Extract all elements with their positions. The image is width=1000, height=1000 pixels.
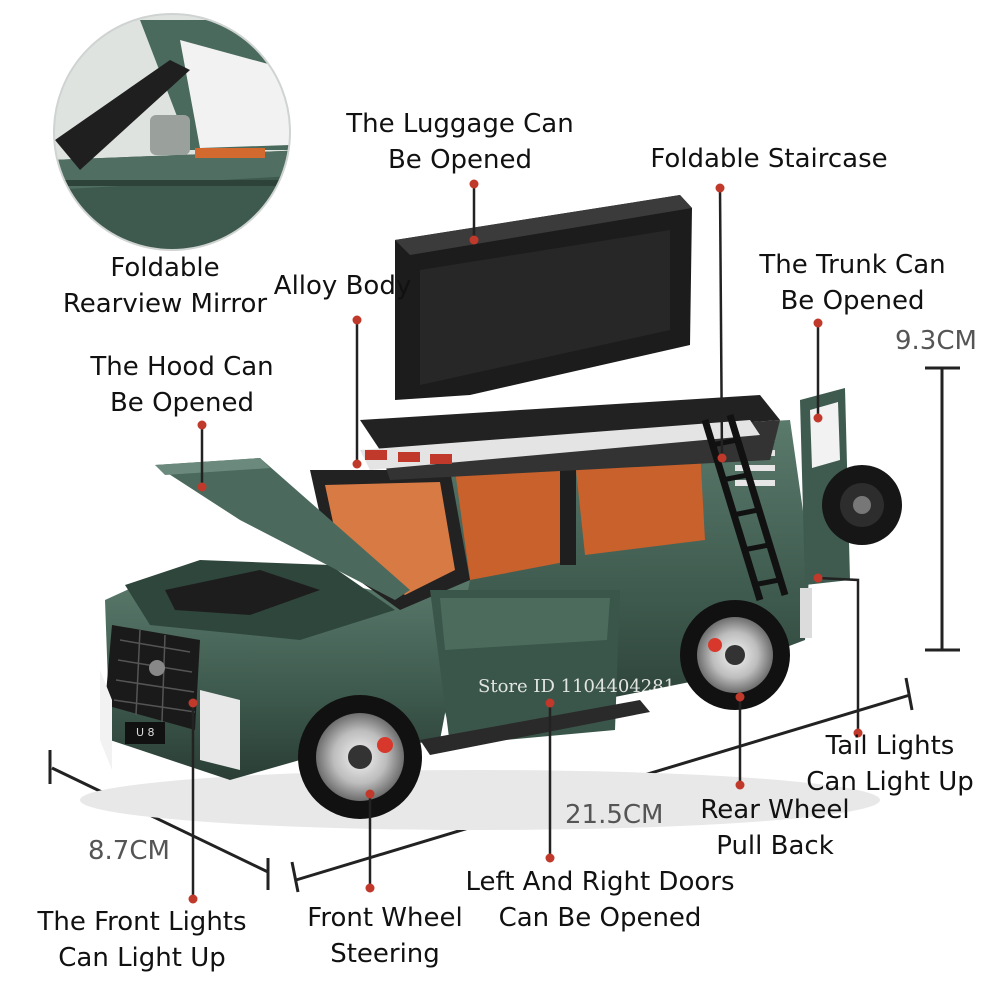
label-line: Steering bbox=[330, 939, 440, 969]
label-luggage: The Luggage Can Be Opened bbox=[330, 106, 590, 178]
label-front-lights: The Front Lights Can Light Up bbox=[22, 904, 262, 976]
label-alloy-body: Alloy Body bbox=[265, 268, 420, 304]
label-line: Rearview Mirror bbox=[62, 289, 268, 319]
label-line: Be Opened bbox=[780, 286, 925, 316]
label-line: Foldable bbox=[110, 253, 220, 283]
callout-leaders bbox=[191, 184, 860, 899]
label-line: Front Wheel bbox=[307, 903, 463, 933]
label-rearview-mirror: Foldable Rearview Mirror bbox=[40, 250, 290, 322]
rear-wheel bbox=[680, 600, 790, 710]
label-trunk: The Trunk Can Be Opened bbox=[740, 247, 965, 319]
label-line: Can Be Opened bbox=[498, 903, 702, 933]
label-line: The Hood Can bbox=[90, 352, 274, 382]
label-line: Left And Right Doors bbox=[465, 867, 735, 897]
height-readout: 9.3CM bbox=[895, 326, 977, 356]
label-staircase: Foldable Staircase bbox=[634, 141, 904, 177]
width-readout: 8.7CM bbox=[88, 836, 170, 866]
label-line: Tail Lights bbox=[825, 731, 955, 761]
label-line: The Trunk Can bbox=[759, 250, 946, 280]
label-line: Can Light Up bbox=[58, 943, 226, 973]
store-watermark: Store ID 1104404281 bbox=[478, 676, 676, 697]
label-line: The Front Lights bbox=[37, 907, 247, 937]
label-rear-wheel: Rear Wheel Pull Back bbox=[680, 792, 870, 864]
label-line: Rear Wheel bbox=[700, 795, 850, 825]
front-wheel bbox=[298, 695, 422, 819]
label-front-wheel: Front Wheel Steering bbox=[290, 900, 480, 972]
label-line: Alloy Body bbox=[273, 271, 412, 301]
height-dimension-line bbox=[925, 366, 960, 652]
label-line: Pull Back bbox=[716, 831, 834, 861]
label-tail-lights: Tail Lights Can Light Up bbox=[790, 728, 990, 800]
mirror-closeup-inset bbox=[53, 13, 291, 251]
width-dimension-line bbox=[48, 750, 270, 890]
label-doors: Left And Right Doors Can Be Opened bbox=[450, 864, 750, 936]
label-line: Foldable Staircase bbox=[650, 144, 888, 174]
length-readout: 21.5CM bbox=[565, 800, 664, 830]
label-line: Be Opened bbox=[109, 388, 255, 418]
label-line: Be Opened bbox=[387, 145, 533, 175]
label-line: The Luggage Can bbox=[346, 109, 574, 139]
label-hood: The Hood Can Be Opened bbox=[72, 349, 292, 421]
car-model bbox=[80, 195, 902, 830]
callout-dots bbox=[188, 179, 863, 904]
label-line: Can Light Up bbox=[806, 767, 974, 797]
license-plate: U 8 bbox=[136, 726, 155, 739]
